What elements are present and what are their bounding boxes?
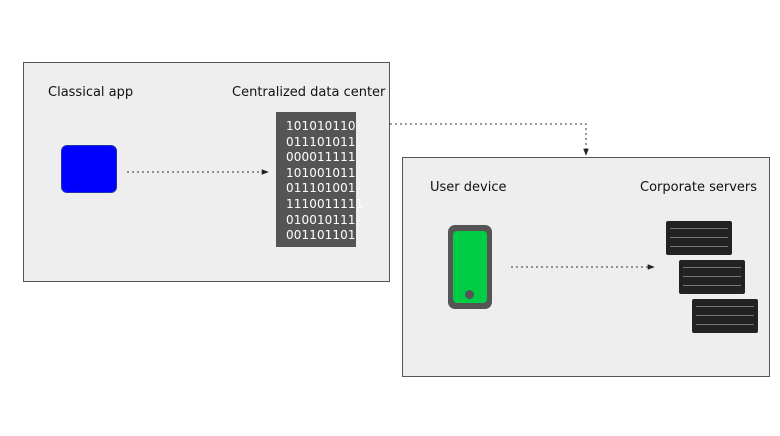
phone-home-button <box>465 290 474 299</box>
phone-screen <box>453 231 487 303</box>
server-rack-icon <box>692 299 758 333</box>
binary-data-icon: 101010110 011101011 000011111 101001011 … <box>276 112 364 247</box>
binary-line: 101010110 <box>286 119 356 133</box>
app-square-icon <box>61 145 117 193</box>
user-device-panel: User device Corporate servers <box>402 157 770 377</box>
classical-app-label: Classical app <box>48 85 134 100</box>
binary-line: 001101101 <box>286 228 356 243</box>
datacenter-to-device-panel-arrow <box>390 123 589 156</box>
corporate-servers-label: Corporate servers <box>640 180 758 195</box>
classical-app-panel: Classical app Centralized data center 10… <box>23 62 390 282</box>
binary-line: 011101011 <box>286 134 356 149</box>
server-rack-icon <box>679 260 745 294</box>
binary-line: 101001011 <box>286 165 356 180</box>
binary-line: 010010111 <box>286 212 356 227</box>
binary-line: 011101001 <box>286 181 356 196</box>
binary-line: 000011111 <box>286 150 356 165</box>
smartphone-icon <box>448 225 492 309</box>
binary-line: 1110011111 <box>286 196 364 211</box>
data-center-label: Centralized data center <box>232 85 386 100</box>
server-rack-icon <box>666 221 732 255</box>
user-device-label: User device <box>430 180 507 195</box>
